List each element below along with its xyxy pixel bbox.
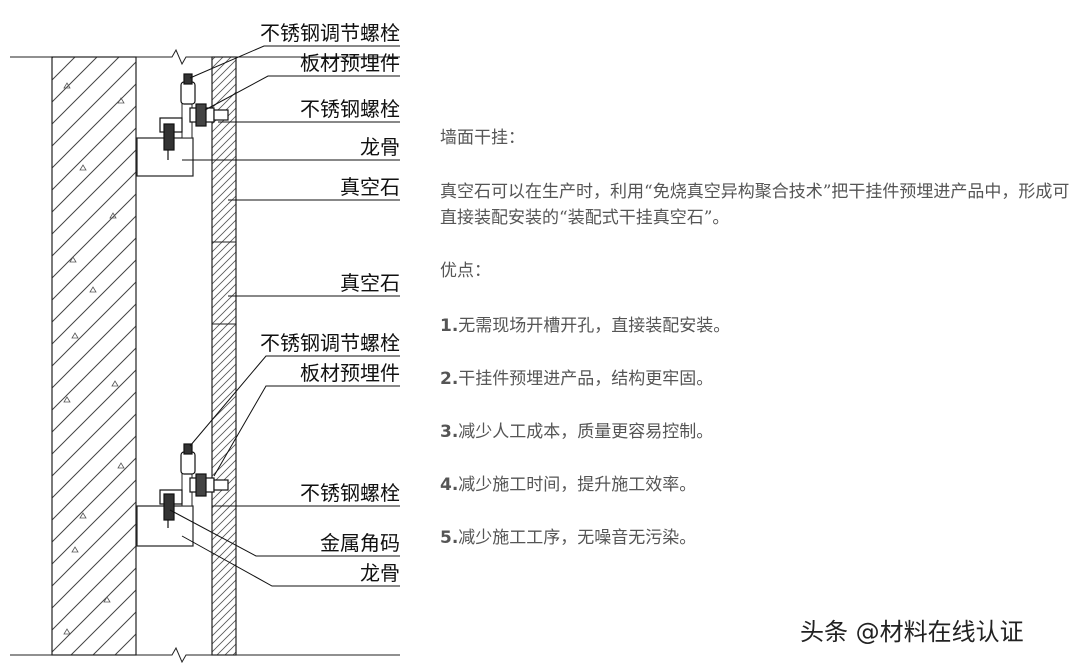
description-intro: 真空石可以在生产时，利用“免烧真空异构聚合技术”把干挂件预埋进产品中，形成可直接… <box>440 182 1070 228</box>
advantages-title: 优点： <box>440 261 491 281</box>
advantage-number: 3. <box>440 422 459 442</box>
advantage-text: 减少人工成本，质量更容易控制。 <box>458 422 714 442</box>
label-angle-code: 金属角码 <box>320 531 400 555</box>
label-ss-bolt-lower: 不锈钢螺栓 <box>300 481 400 505</box>
advantage-item: 2.干挂件预埋进产品，结构更牢固。 <box>440 366 1070 392</box>
label-adjust-bolt-lower: 不锈钢调节螺栓 <box>260 331 400 355</box>
advantage-text: 减少施工时间，提升施工效率。 <box>458 475 697 495</box>
label-embed-lower: 板材预埋件 <box>300 361 400 385</box>
advantage-number: 2. <box>440 369 459 389</box>
label-adjust-bolt-upper: 不锈钢调节螺栓 <box>260 21 400 45</box>
label-vacuum-stone-lower: 真空石 <box>340 271 400 295</box>
advantage-item: 4.减少施工时间，提升施工效率。 <box>440 472 1070 498</box>
advantage-text: 干挂件预埋进产品，结构更牢固。 <box>458 369 714 389</box>
vacuum-stone-panels <box>211 56 237 656</box>
advantage-item: 1.无需现场开槽开孔，直接装配安装。 <box>440 313 1070 339</box>
label-keel-upper: 龙骨 <box>360 135 400 159</box>
label-vacuum-stone-upper: 真空石 <box>340 175 400 199</box>
advantage-number: 1. <box>440 316 459 336</box>
advantage-number: 5. <box>440 528 459 548</box>
label-ss-bolt-upper: 不锈钢螺栓 <box>300 97 400 121</box>
label-embed-upper: 板材预埋件 <box>300 51 400 75</box>
watermark: 头条 @材料在线认证 <box>800 618 1024 646</box>
leader-lines <box>169 45 400 587</box>
advantage-text: 减少施工工序，无噪音无污染。 <box>458 528 697 548</box>
hardware-lower <box>159 443 229 528</box>
advantage-item: 5.减少施工工序，无噪音无污染。 <box>440 525 1070 551</box>
description-heading: 墙面干挂： <box>440 128 525 148</box>
advantage-item: 3.减少人工成本，质量更容易控制。 <box>440 419 1070 445</box>
concrete-wall <box>51 56 137 656</box>
label-keel-lower: 龙骨 <box>360 561 400 585</box>
hardware-upper <box>159 73 229 160</box>
advantage-text: 无需现场开槽开孔，直接装配安装。 <box>458 316 731 336</box>
advantage-number: 4. <box>440 475 459 495</box>
